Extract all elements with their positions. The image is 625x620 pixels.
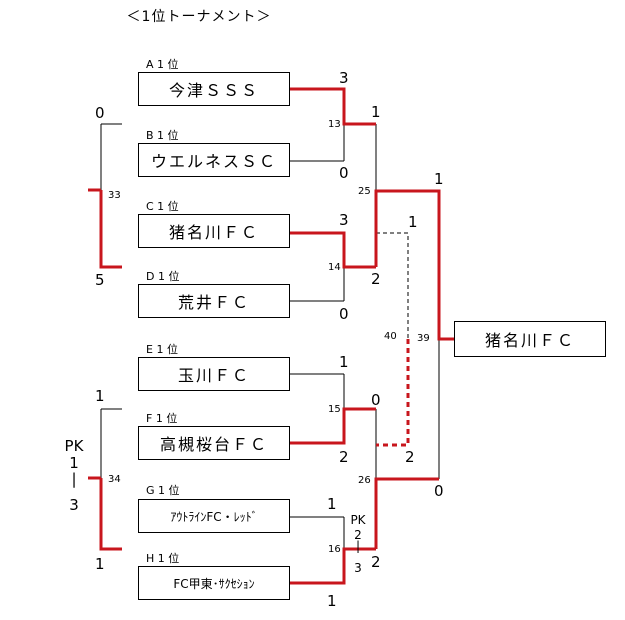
score-34-bottom: 1 xyxy=(95,555,105,573)
score-40-bottom: 2 xyxy=(405,448,415,466)
pk-34-label: PK xyxy=(64,437,84,455)
team-g-box: ｱｳﾄﾗｲﾝFC・ﾚｯﾄﾞ xyxy=(138,499,290,533)
score-15-bottom: 2 xyxy=(371,553,381,571)
score-25-top: 1 xyxy=(434,170,444,188)
score-e: 1 xyxy=(339,353,349,371)
team-b-box: ウエルネスＳＣ xyxy=(138,143,290,177)
win-25 xyxy=(374,189,454,341)
win-33 xyxy=(99,190,122,269)
match-14-number: 14 xyxy=(328,262,341,273)
score-g: 1 xyxy=(327,495,337,513)
line-40-top-dashed xyxy=(376,232,409,339)
team-a-label: A 1 位 xyxy=(146,58,179,71)
pk-34-top: 1 xyxy=(69,454,79,472)
win-16 xyxy=(290,547,376,585)
team-d-label: D 1 位 xyxy=(146,270,180,283)
pk-34-sep: | xyxy=(71,470,77,488)
team-e-label: E 1 位 xyxy=(146,343,178,356)
champion-box: 猪名川ＦＣ xyxy=(454,321,606,357)
team-c-box: 猪名川ＦＣ xyxy=(138,214,290,248)
team-f-box: 高槻桜台ＦＣ xyxy=(138,426,290,460)
pk-34-bottom: 3 xyxy=(69,496,79,514)
match-34-number: 34 xyxy=(108,474,121,485)
team-c-label: C 1 位 xyxy=(146,200,179,213)
score-f: 2 xyxy=(339,448,349,466)
win-34 xyxy=(99,478,122,551)
page-title: ＜1位トーナメント＞ xyxy=(126,9,272,25)
score-34-top: 1 xyxy=(95,387,105,405)
team-a-box: 今津ＳＳＳ xyxy=(138,72,290,106)
score-c: 3 xyxy=(339,211,349,229)
pk-16-label: PK xyxy=(350,513,366,527)
score-26-bottom: 0 xyxy=(434,482,444,500)
match-16-number: 16 xyxy=(328,544,341,555)
score-a: 3 xyxy=(339,69,349,87)
team-h-label: H 1 位 xyxy=(146,552,180,565)
match-26-number: 26 xyxy=(358,475,371,486)
score-13-top: 1 xyxy=(371,103,381,121)
match-25-number: 25 xyxy=(358,186,371,197)
match-15-number: 15 xyxy=(328,404,341,415)
score-b: 0 xyxy=(339,164,349,182)
normal-lines xyxy=(100,123,440,549)
match-39-number: 39 xyxy=(417,333,430,344)
score-d: 0 xyxy=(339,305,349,323)
team-f-label: F 1 位 xyxy=(146,412,178,425)
winner-lines xyxy=(88,87,454,585)
win-40-dashed xyxy=(376,339,410,447)
team-b-label: B 1 位 xyxy=(146,129,179,142)
score-25-bottom: 1 xyxy=(408,213,418,231)
team-d-box: 荒井ＦＣ xyxy=(138,284,290,318)
team-e-box: 玉川ＦＣ xyxy=(138,357,290,391)
win-14 xyxy=(290,231,376,269)
score-33-top: 0 xyxy=(95,104,105,122)
team-h-box: FC甲東･ｻｸｾｼｮﾝ xyxy=(138,566,290,600)
win-13 xyxy=(290,87,376,126)
pk-16-bottom: 3 xyxy=(354,561,362,575)
match-13-number: 13 xyxy=(328,119,341,130)
win-26 xyxy=(374,477,439,549)
match-40-number: 40 xyxy=(384,331,397,342)
winner-dashed xyxy=(376,339,410,447)
win-15 xyxy=(290,407,376,445)
pk-16-top: 2 xyxy=(354,528,362,542)
score-h: 1 xyxy=(327,592,337,610)
team-g-label: G 1 位 xyxy=(146,484,180,497)
pk-16-sep: | xyxy=(355,539,361,553)
score-13-bottom: 2 xyxy=(371,270,381,288)
match-33-number: 33 xyxy=(108,190,121,201)
score-33-bottom: 5 xyxy=(95,271,105,289)
score-15-top: 0 xyxy=(371,391,381,409)
